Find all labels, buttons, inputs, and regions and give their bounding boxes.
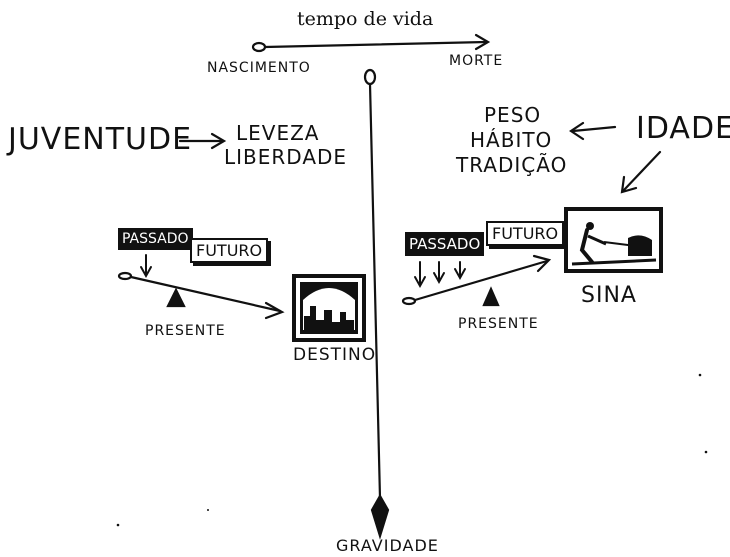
lifetime-label: tempo de vida	[297, 8, 434, 30]
age-label: IDADE	[636, 111, 730, 146]
youth-trait-2: LIBERDADE	[224, 145, 348, 169]
youth-label: JUVENTUDE	[8, 122, 193, 157]
gravity-label: GRAVIDADE	[336, 536, 439, 555]
right-present-label: PRESENTE	[458, 316, 539, 332]
paper-specks	[116, 373, 708, 527]
gravity-line	[363, 68, 390, 540]
age-arrow-down	[620, 150, 662, 194]
youth-arrow	[178, 132, 227, 150]
fate-label: SINA	[581, 283, 637, 308]
right-time-arrow	[401, 254, 552, 307]
birth-label: NASCIMENTO	[207, 60, 311, 76]
death-label: MORTE	[449, 53, 504, 69]
youth-trait-1: LEVEZA	[236, 121, 320, 145]
left-past-box: PASSADO	[118, 228, 193, 250]
left-time-arrow	[117, 271, 285, 320]
age-trait-1: PESO	[484, 103, 542, 127]
age-trait-2: HÁBITO	[470, 128, 553, 152]
age-arrow-left	[569, 121, 617, 141]
destiny-picture	[292, 274, 366, 342]
age-trait-3: TRADIÇÃO	[456, 153, 568, 177]
left-present-label: PRESENTE	[145, 323, 226, 339]
right-past-arrows	[414, 261, 466, 289]
right-past-box: PASSADO	[405, 232, 485, 256]
right-future-box: FUTURO	[486, 221, 565, 246]
lifetime-arrow	[251, 33, 491, 53]
left-future-box: FUTURO	[190, 238, 269, 263]
left-past-arrow	[140, 254, 152, 279]
destiny-label: DESTINO	[293, 345, 377, 365]
fate-picture	[564, 207, 663, 273]
